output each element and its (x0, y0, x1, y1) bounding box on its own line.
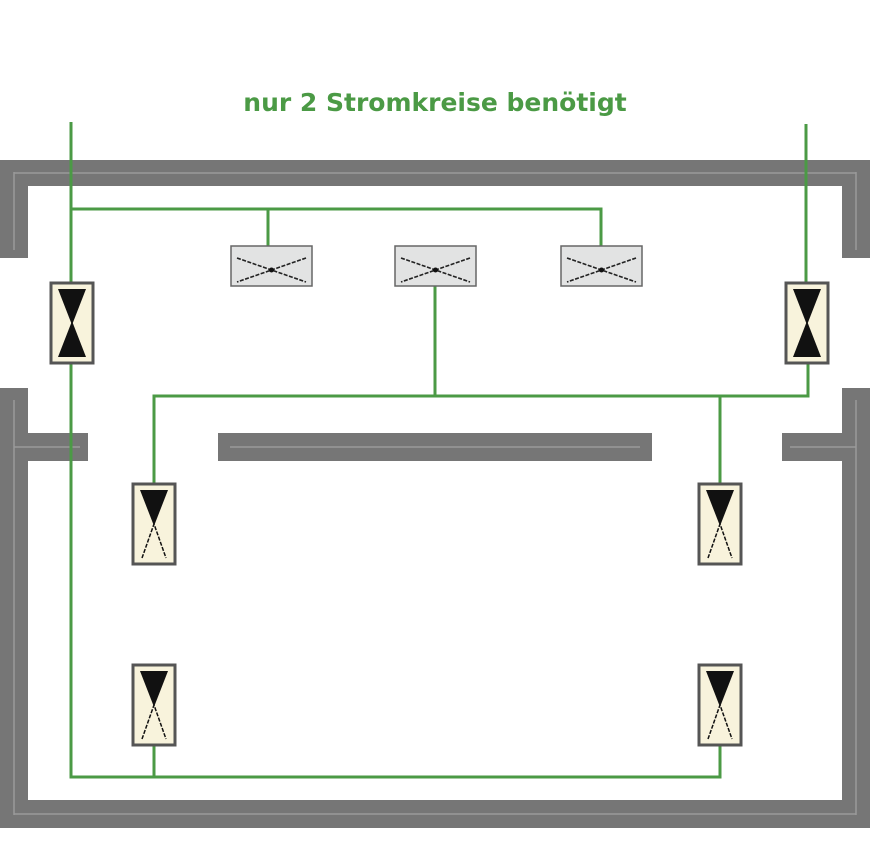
switch-lines-bottom-icon (707, 702, 733, 740)
walls (0, 160, 870, 828)
switch-triangle-top-icon (140, 490, 168, 526)
ceiling-lamp-left (230, 245, 313, 287)
switch-bottom-left (131, 663, 177, 747)
switch-lines-bottom-icon (141, 521, 167, 559)
diagram-title: nur 2 Stromkreise benötigt (243, 88, 627, 117)
wires (69, 122, 810, 779)
lamp-center-dot (599, 267, 604, 273)
switch-bottom-right (697, 663, 743, 747)
switch-triangle-top-icon (793, 289, 821, 325)
lamp-body (560, 245, 643, 287)
switch-top-left (49, 281, 95, 365)
ceiling-lamp-center (394, 245, 477, 287)
lamp-center-dot (269, 267, 274, 273)
switch-mid-left (131, 482, 177, 566)
wire (71, 207, 603, 246)
switch-triangle-top-icon (140, 671, 168, 707)
switch-triangle-bottom-icon (793, 321, 821, 357)
switch-triangle-top-icon (58, 289, 86, 325)
switch-triangle-top-icon (706, 671, 734, 707)
switch-triangle-bottom-icon (58, 321, 86, 357)
wire (69, 122, 722, 779)
devices (49, 245, 830, 747)
switch-triangle-top-icon (706, 490, 734, 526)
ceiling-lamp-right (560, 245, 643, 287)
wire (152, 363, 810, 484)
lamp-body (230, 245, 313, 287)
switch-mid-right (697, 482, 743, 566)
switch-lines-bottom-icon (141, 702, 167, 740)
lamp-body (394, 245, 477, 287)
switch-lines-bottom-icon (707, 521, 733, 559)
lamp-center-dot (433, 267, 438, 273)
switch-top-right (784, 281, 830, 365)
